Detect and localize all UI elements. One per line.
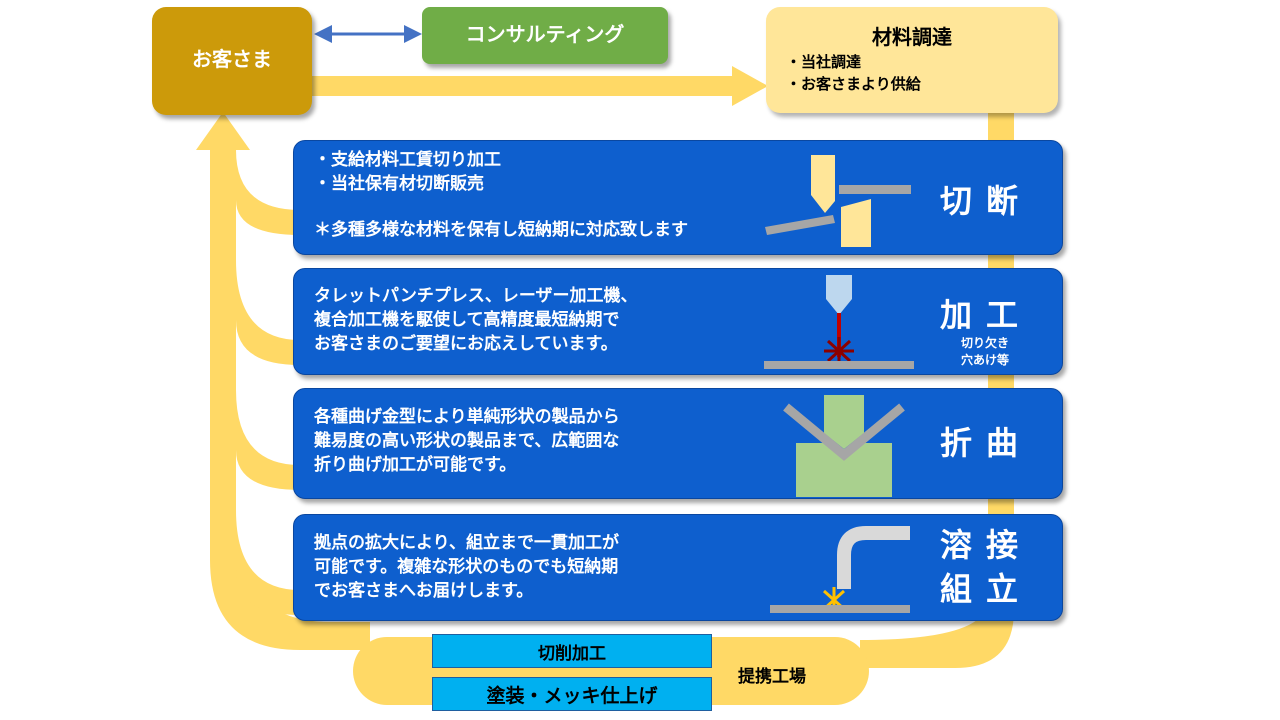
step-cutting: ・支給材料工賃切り加工 ・当社保有材切断販売 ＊多種多様な材料を保有し短納期に対… (293, 140, 1063, 255)
consulting-label: コンサルティング (465, 22, 625, 46)
branch-curve-3 (236, 390, 300, 490)
step-line: タレットパンチプレス、レーザー加工機、 (314, 286, 638, 306)
material-box: 材料調達 ・当社調達 ・お客さまより供給 (766, 7, 1058, 113)
partner-label: 提携工場 (738, 667, 806, 687)
step-line: 各種曲げ金型により単純形状の製品から (314, 407, 620, 427)
step-note: ＊多種多様な材料を保有し短納期に対応致します (314, 220, 688, 240)
step-welding-text: 拠点の拡大により、組立まで一貫加工が 可能です。複雑な形状のものでも短納期 でお… (314, 531, 619, 603)
double-arrow-right-head (404, 25, 422, 43)
step-line: でお客さまへお届けします。 (314, 581, 534, 601)
step-line: 折り曲げ加工が可能です。 (314, 455, 517, 475)
step-line: ・支給材料工賃切り加工 (314, 150, 501, 170)
flow-band-left (210, 150, 370, 650)
step-machining: タレットパンチプレス、レーザー加工機、 複合加工機を駆使して高精度最短納期で お… (293, 268, 1063, 375)
laser-icon (764, 275, 914, 369)
partner-item-label: 切削加工 (538, 643, 606, 664)
step-welding: 拠点の拡大により、組立まで一貫加工が 可能です。複雑な形状のものでも短納期 でお… (293, 514, 1063, 621)
material-item: ・当社調達 (786, 53, 862, 71)
branch-curve-2 (236, 260, 300, 365)
double-arrow-left-head (314, 25, 332, 43)
step-machining-label: 加工 (940, 296, 1033, 334)
step-line: 複合加工機を駆使して高精度最短納期で (314, 310, 620, 330)
arrow-to-material-head (732, 66, 768, 106)
cutting-icon (765, 155, 911, 247)
material-item: ・お客さまより供給 (786, 75, 921, 93)
partner-item-label: 塗装・メッキ仕上げ (486, 684, 658, 707)
step-machining-sub: 切り欠き 穴あけ等 (940, 335, 1030, 369)
branch-curve-4 (236, 510, 300, 615)
welding-icon (770, 526, 910, 613)
step-machining-text: タレットパンチプレス、レーザー加工機、 複合加工機を駆使して高精度最短納期で お… (314, 284, 638, 356)
step-line: 可能です。複雑な形状のものでも短納期 (314, 557, 619, 577)
step-label-line: 溶接 (940, 526, 1033, 564)
step-line: お客さまのご要望にお応えしています。 (314, 334, 618, 354)
consulting-box: コンサルティング (422, 7, 668, 64)
step-sub-line: 穴あけ等 (960, 353, 1009, 367)
partner-item-coating: 塗装・メッキ仕上げ (432, 677, 712, 711)
step-line: 難易度の高い形状の製品まで、広範囲な (314, 431, 620, 451)
partner-item-cutting: 切削加工 (432, 634, 712, 668)
step-line: ・当社保有材切断販売 (314, 174, 484, 194)
step-sub-line: 切り欠き (960, 336, 1009, 350)
step-bending-text: 各種曲げ金型により単純形状の製品から 難易度の高い形状の製品まで、広範囲な 折り… (314, 405, 620, 477)
customer-box: お客さま (152, 7, 312, 115)
step-cutting-text: ・支給材料工賃切り加工 ・当社保有材切断販売 ＊多種多様な材料を保有し短納期に対… (314, 148, 688, 242)
material-items: ・当社調達 ・お客さまより供給 (786, 51, 921, 95)
customer-label: お客さま (192, 46, 272, 71)
step-label-line: 組立 (940, 570, 1033, 608)
step-bending: 各種曲げ金型により単純形状の製品から 難易度の高い形状の製品まで、広範囲な 折り… (293, 388, 1063, 499)
step-cutting-label: 切断 (940, 182, 1033, 220)
branch-curve-1 (236, 150, 300, 235)
step-line: 拠点の拡大により、組立まで一貫加工が (314, 533, 619, 553)
material-title: 材料調達 (872, 25, 952, 49)
arrow-to-material-shaft (312, 76, 742, 96)
step-bending-label: 折曲 (940, 424, 1033, 462)
bending-icon (783, 395, 905, 497)
step-welding-label: 溶接 組立 (940, 523, 1032, 611)
up-arrow-head (196, 112, 250, 150)
